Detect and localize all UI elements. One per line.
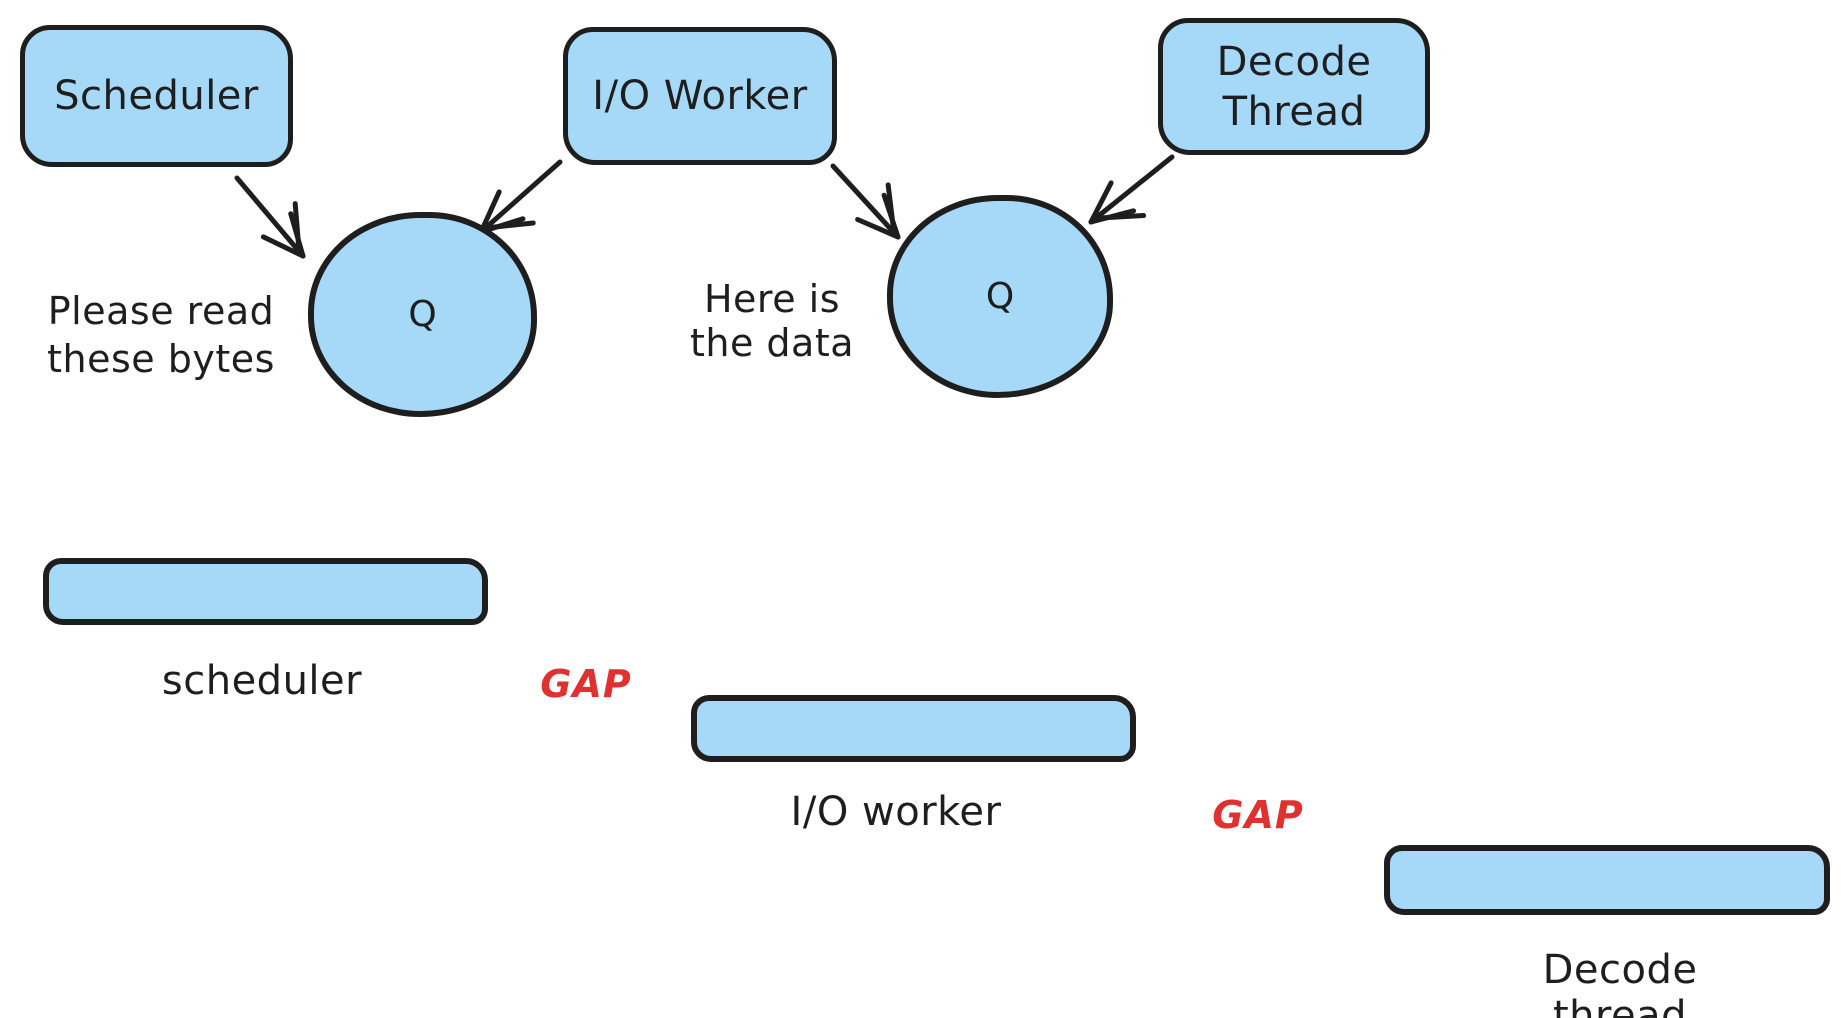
- scheduler-node-label: Scheduler: [54, 73, 259, 119]
- gap1-label: GAP: [540, 662, 632, 706]
- please-read-note: Please read these bytes: [47, 289, 275, 381]
- here-is-note: Here is the data: [689, 277, 855, 365]
- gap2-label: GAP: [1212, 793, 1304, 837]
- io-worker-node-label: I/O Worker: [592, 73, 808, 119]
- io-worker-timeline-label: I/O worker: [790, 789, 1002, 835]
- scheduler-node: Scheduler: [20, 25, 293, 167]
- arrow-io-worker-to-queue2: [830, 163, 901, 240]
- scheduler-timeline-bar: [43, 558, 488, 625]
- io-worker-timeline-bar: [691, 695, 1136, 762]
- decode-thread-node-label: Decode Thread: [1216, 38, 1372, 135]
- arrow-scheduler-to-queue1: [234, 175, 306, 259]
- io-worker-node: I/O Worker: [563, 27, 837, 165]
- arrow-decode-thread-to-queue2: [1088, 154, 1175, 225]
- decode-thread-node: Decode Thread: [1158, 18, 1430, 155]
- decode-thread-timeline-bar: [1384, 845, 1830, 915]
- decode-thread-timeline-label: Decode thread: [1542, 947, 1698, 1018]
- queue2-label: Q: [985, 276, 1015, 317]
- arrow-io-worker-to-queue1: [478, 159, 563, 235]
- queue1-circle: Q: [308, 212, 537, 417]
- queue1-label: Q: [408, 294, 437, 335]
- queue2-circle: Q: [887, 195, 1113, 398]
- scheduler-timeline-label: scheduler: [161, 658, 363, 704]
